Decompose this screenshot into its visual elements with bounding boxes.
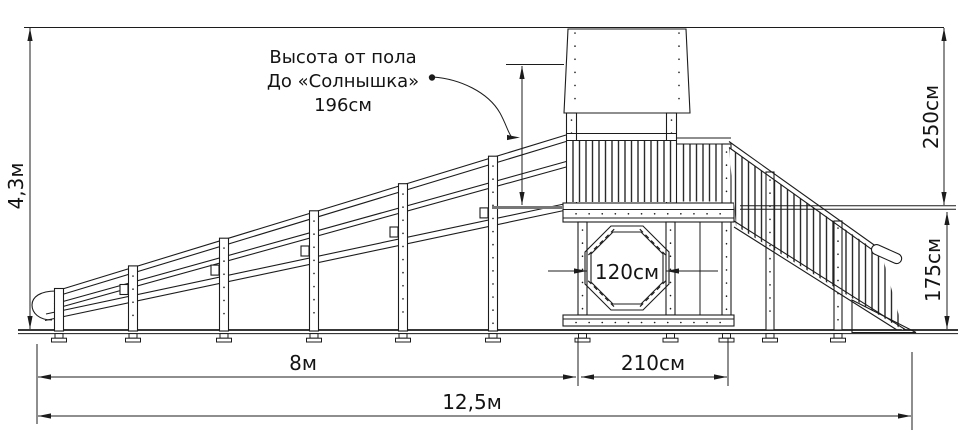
dimension-roof-to-platform: 250см <box>919 28 947 205</box>
annotation-line-1: Высота от пола <box>269 47 416 68</box>
platform-deck <box>562 202 735 223</box>
staircase <box>728 141 917 334</box>
dimension-overall-length: 12,5м <box>38 390 911 419</box>
deck-reference-line <box>740 205 956 210</box>
dimension-floor-to-sunbar <box>492 63 564 209</box>
tower-base-width-label: 210см <box>621 351 685 375</box>
annotation-note: Высота от пола До «Солнышка» 196см <box>267 47 520 141</box>
octagon-opening <box>584 225 670 311</box>
stair-base-wedge <box>851 299 917 334</box>
leader-dot <box>428 74 436 81</box>
annotation-line-2: До «Солнышка» <box>267 71 419 92</box>
leader-line <box>432 76 512 137</box>
tower-roof <box>563 28 691 114</box>
slide-ramp <box>31 134 569 332</box>
dimension-overall-height: 4,3м <box>4 28 33 329</box>
handrail-end <box>870 244 903 265</box>
dimension-platform-to-ground: 175см <box>921 212 950 329</box>
tower-base-frame <box>562 221 735 327</box>
overall-length-label: 12,5м <box>442 390 502 414</box>
slide-exit-nose <box>31 290 57 321</box>
bottom-extension-lines <box>36 338 913 430</box>
annotation-line-3: 196см <box>314 95 372 116</box>
platform-to-ground-label: 175см <box>921 238 945 302</box>
side-fence <box>677 137 731 202</box>
platform-fence <box>566 132 677 202</box>
dimension-tower-base-width: 210см <box>581 351 727 380</box>
dimension-opening-width: 120см <box>548 260 718 284</box>
slide-run-label: 8м <box>289 351 317 375</box>
slide-bed-brackets <box>119 207 489 296</box>
leader-arrow <box>507 134 520 141</box>
roof-to-platform-label: 250см <box>919 85 943 149</box>
dimension-slide-run: 8м <box>38 351 576 380</box>
overall-height-label: 4,3м <box>4 163 28 210</box>
support-feet <box>51 333 846 343</box>
opening-width-label: 120см <box>595 260 659 284</box>
stair-corner-post <box>721 143 732 317</box>
ramp-post <box>53 155 499 332</box>
